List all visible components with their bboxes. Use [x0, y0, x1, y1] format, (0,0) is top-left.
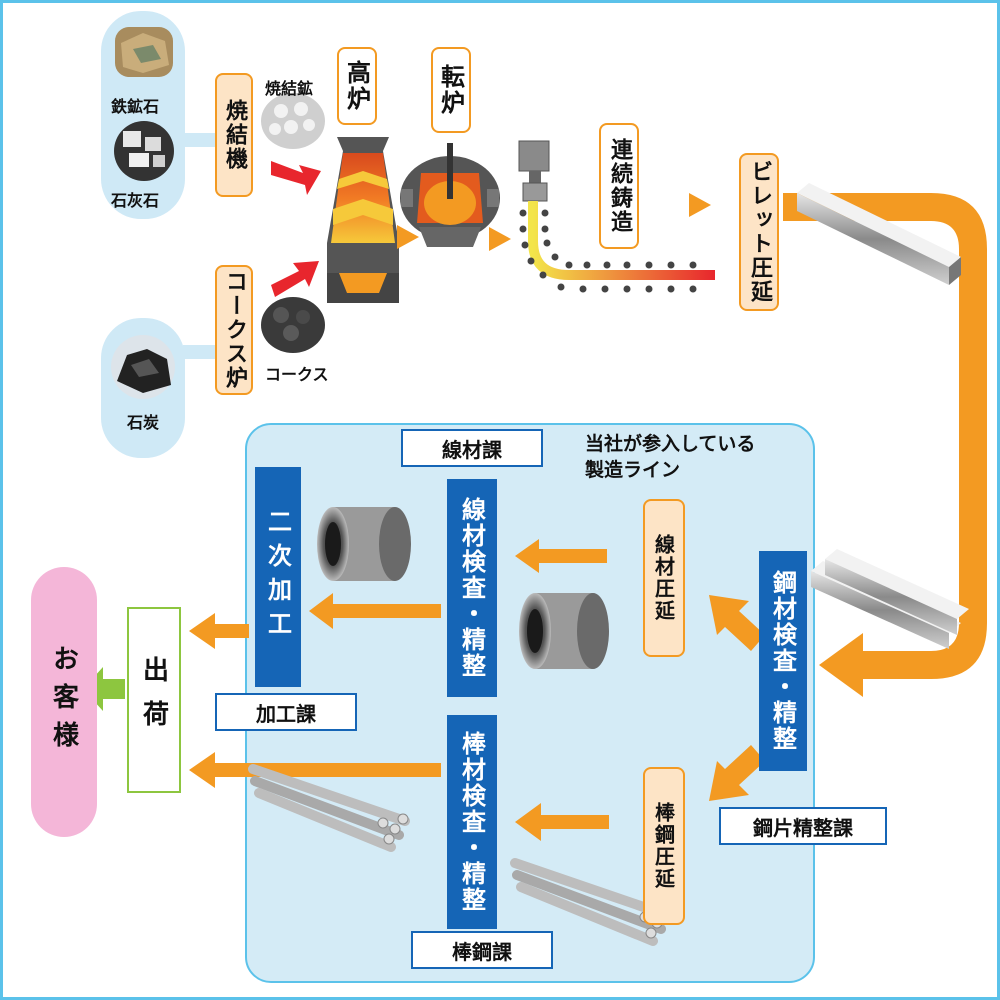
iron-ore-label: 鉄鉱石 [111, 97, 160, 116]
arrow-inspection-to-wire-rolling [709, 595, 765, 651]
arrow-converter-to-casting [489, 227, 511, 251]
wire-coil-image-2 [519, 593, 609, 669]
steel-inspection-box: 鋼材検査・精整 [759, 551, 807, 771]
continuous-casting-image [518, 140, 715, 293]
blast-furnace-box: 高炉 [337, 47, 377, 125]
arrow-coke-to-furnace [271, 261, 319, 297]
billet-stack-image [811, 549, 969, 649]
sinter-machine-box: 焼結機 [215, 73, 253, 197]
limestone-image [114, 121, 174, 181]
bar-dept-label: 棒鋼課 [411, 931, 553, 969]
wire-coil-image-1 [317, 507, 411, 581]
arrow-wire-inspection-to-secondary [309, 593, 441, 629]
sinter-ore-label: 焼結鉱 [265, 79, 314, 98]
arrow-casting-to-billet [689, 193, 711, 217]
coal-label: 石炭 [127, 413, 160, 432]
bar-bundle-image-1 [248, 764, 410, 852]
arrow-bar-rolling-to-inspection [515, 803, 609, 841]
secondary-processing-box: 二次加工 [255, 467, 301, 687]
arrow-secondary-to-shipping [189, 613, 249, 649]
coke-label: コークス [265, 365, 329, 384]
coke-image [261, 297, 325, 353]
bar-rolling-box: 棒鋼圧延 [643, 767, 685, 925]
wire-dept-label: 線材課 [401, 429, 543, 467]
billet-image [797, 183, 961, 285]
arrow-wire-rolling-to-inspection [515, 539, 607, 573]
coke-oven-box: コークス炉 [215, 265, 253, 395]
converter-box: 転炉 [431, 47, 471, 133]
limestone-label: 石灰石 [111, 191, 160, 210]
diagram-graphics [83, 27, 987, 946]
billet-rolling-box: ビレット圧延 [739, 153, 779, 311]
converter-image [400, 143, 500, 247]
arrow-furnace-to-converter [397, 225, 419, 249]
arrow-sinter-to-furnace [271, 161, 321, 195]
company-lines-note: 当社が参入している 製造ライン [585, 431, 755, 483]
wire-inspection-box: 線材検査・精整 [447, 479, 497, 697]
sinter-ore-image [261, 93, 325, 149]
arrow-inspection-to-bar-rolling [709, 745, 765, 801]
arrow-bar-inspection-to-shipping [189, 752, 441, 788]
coal-image [111, 335, 175, 399]
connector-top [183, 133, 215, 147]
blast-furnace-image [327, 137, 399, 303]
bar-inspection-box: 棒材検査・精整 [447, 715, 497, 929]
continuous-casting-box: 連続鋳造 [599, 123, 639, 249]
shipping-box: 出荷 [127, 607, 181, 793]
billet-flow-band [783, 193, 987, 697]
processing-dept-label: 加工課 [215, 693, 357, 731]
wire-rolling-box: 線材圧延 [643, 499, 685, 657]
iron-ore-image [115, 27, 173, 77]
customer-box: お客様 [31, 567, 97, 837]
company-lines-note-line-2: 製造ライン [585, 459, 681, 481]
connector-bottom [183, 345, 215, 359]
company-lines-note-line-1: 当社が参入している [585, 433, 756, 455]
billet-dept-label: 鋼片精整課 [719, 807, 887, 845]
